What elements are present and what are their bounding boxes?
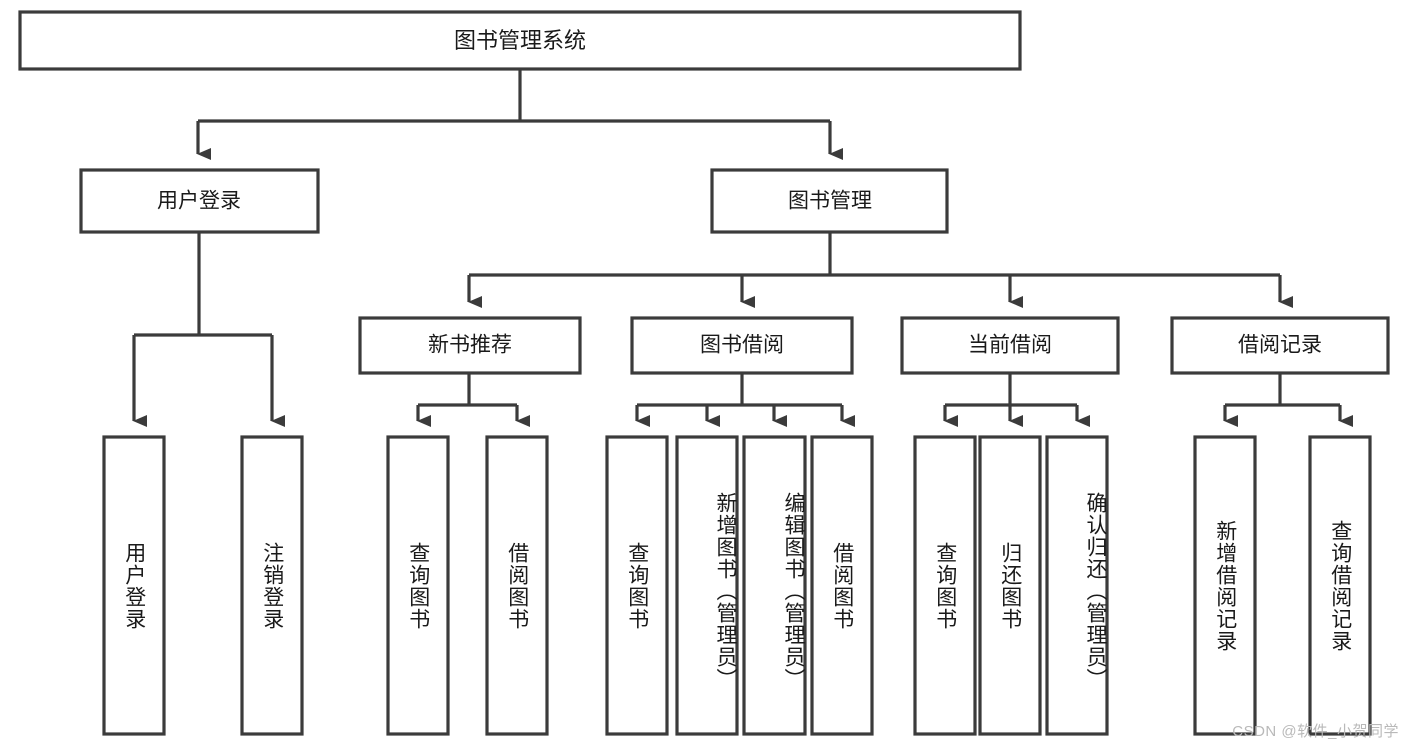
leaf-box-user-login[interactable] [102, 435, 166, 736]
leaf-box-logout[interactable] [240, 435, 304, 736]
leaf-box-query-books-1[interactable] [386, 435, 450, 736]
leaf-nodes [102, 435, 1372, 736]
leaf-box-edit-book[interactable] [742, 435, 807, 736]
node-book-borrow[interactable]: 图书借阅 [630, 316, 854, 375]
node-borrow-records-label: 借阅记录 [1238, 334, 1322, 357]
node-user-login-label: 用户登录 [157, 190, 241, 213]
node-book-borrow-label: 图书借阅 [700, 334, 784, 357]
node-current-borrow-label: 当前借阅 [968, 334, 1052, 357]
node-book-management-label: 图书管理 [788, 190, 872, 213]
node-root[interactable]: 图书管理系统 [18, 10, 1022, 71]
connector-books-to-level3 [467, 232, 1293, 308]
node-user-login[interactable]: 用户登录 [79, 168, 320, 234]
leaf-box-query-books-2[interactable] [605, 435, 669, 736]
leaf-box-query-books-3[interactable] [913, 435, 977, 736]
connector-current-to-leaves [943, 373, 1090, 427]
connector-root-to-level2 [196, 70, 843, 160]
node-root-label: 图书管理系统 [454, 28, 586, 53]
leaf-box-query-record[interactable] [1308, 435, 1372, 736]
connector-borrow-to-leaves [635, 373, 855, 427]
leaf-box-add-record[interactable] [1193, 435, 1257, 736]
node-new-book-recommend-label: 新书推荐 [428, 334, 512, 357]
leaf-box-borrow-books-2[interactable] [810, 435, 874, 736]
csdn-watermark: CSDN @软件_小贺同学 [1232, 723, 1399, 740]
connector-login-to-leaves [132, 232, 285, 427]
node-book-management[interactable]: 图书管理 [710, 168, 949, 234]
node-new-book-recommend[interactable]: 新书推荐 [358, 316, 582, 375]
leaf-box-add-book[interactable] [675, 435, 739, 736]
leaf-box-return-books[interactable] [978, 435, 1042, 736]
node-borrow-records[interactable]: 借阅记录 [1170, 316, 1390, 375]
leaf-box-borrow-books-1[interactable] [485, 435, 549, 736]
connector-newbooks-to-leaves [416, 373, 530, 427]
connector-records-to-leaves [1223, 373, 1353, 427]
leaf-box-confirm-return[interactable] [1045, 435, 1109, 736]
node-current-borrow[interactable]: 当前借阅 [900, 316, 1120, 375]
